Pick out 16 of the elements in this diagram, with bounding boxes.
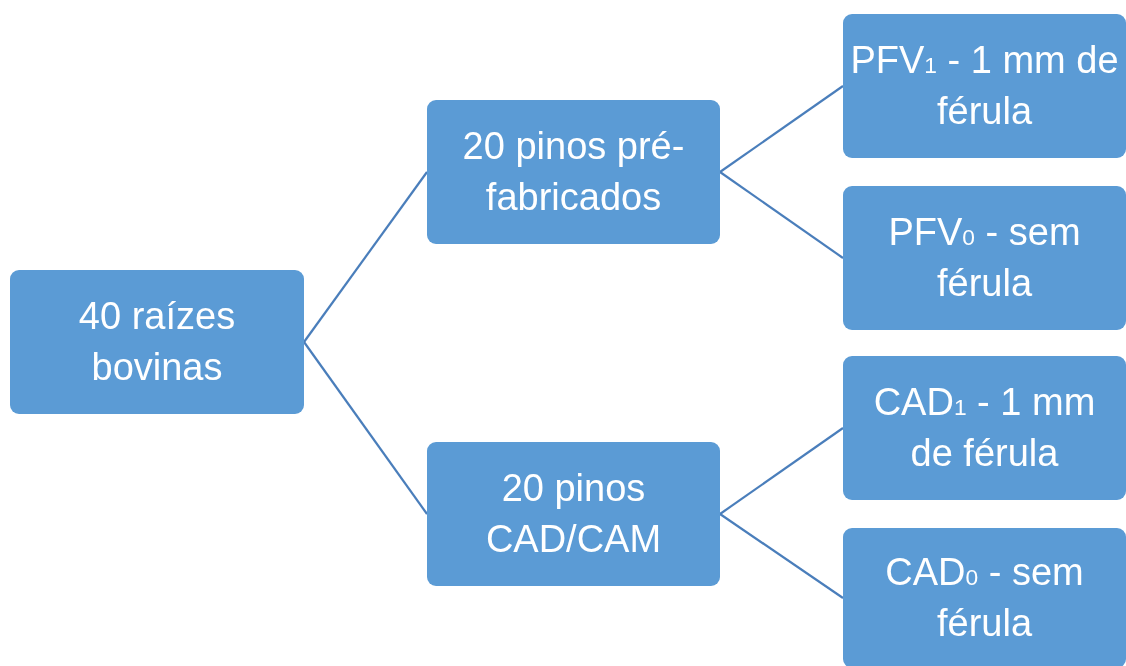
process-box: [427, 442, 720, 586]
process-box: [10, 270, 304, 414]
process-box: [843, 14, 1126, 158]
connector-line: [719, 427, 844, 515]
process-box: [843, 356, 1126, 500]
node-label: 20 pinos pré-fabricados: [461, 123, 686, 220]
connector-line: [719, 171, 844, 259]
process-box: [427, 100, 720, 244]
connector-line: [719, 85, 844, 173]
process-box: [843, 528, 1126, 666]
connector-line: [303, 341, 428, 515]
connector-line: [303, 171, 428, 343]
process-box: [843, 186, 1126, 330]
connector-line: [719, 513, 844, 599]
node-label: 40 raízes bovinas: [77, 293, 237, 390]
node-label: 20 pinos CAD/CAM: [484, 465, 663, 562]
